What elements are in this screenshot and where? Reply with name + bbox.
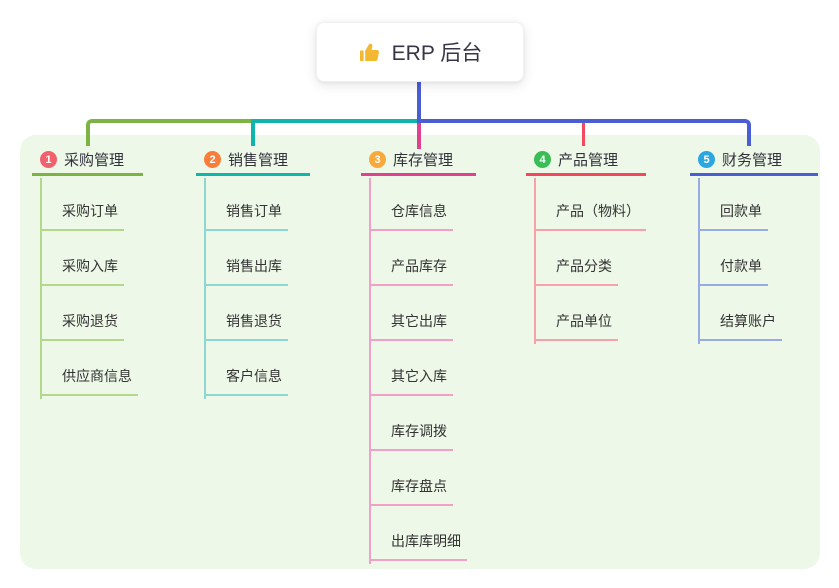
branch-child-line (204, 178, 206, 399)
branch-title-inventory[interactable]: 3 库存管理 (361, 146, 476, 176)
branch-badge-5: 5 (698, 151, 715, 168)
branch-title-finance[interactable]: 5 财务管理 (690, 146, 818, 176)
branch-child-line (369, 178, 371, 564)
node-settlement-account[interactable]: 结算账户 (698, 286, 782, 341)
bus-connector-sales (251, 119, 421, 146)
branch-finance: 5 财务管理 回款单 付款单 结算账户 (690, 146, 818, 344)
branch-title-sales[interactable]: 2 销售管理 (196, 146, 310, 176)
bus-connector-finance (417, 119, 751, 146)
root-node-label: ERP 后台 (391, 42, 483, 65)
thumbs-up-icon (359, 43, 379, 61)
branch-badge-3: 3 (369, 151, 386, 168)
node-product-unit[interactable]: 产品单位 (534, 286, 618, 341)
branch-badge-4: 4 (534, 151, 551, 168)
branch-title-label: 财务管理 (722, 152, 783, 169)
drop-connector-inventory (417, 123, 421, 149)
node-sales-return[interactable]: 销售退货 (204, 286, 288, 341)
node-purchase-inbound[interactable]: 采购入库 (40, 231, 124, 286)
node-supplier-info[interactable]: 供应商信息 (40, 341, 138, 396)
node-product-stock[interactable]: 产品库存 (369, 231, 453, 286)
node-customer-info[interactable]: 客户信息 (204, 341, 288, 396)
branch-purchase: 1 采购管理 采购订单 采购入库 采购退货 供应商信息 (32, 146, 143, 399)
branch-sales: 2 销售管理 销售订单 销售出库 销售退货 客户信息 (196, 146, 310, 399)
bus-connector-purchase (86, 119, 255, 146)
node-product-material[interactable]: 产品（物料） (534, 176, 646, 231)
branch-child-line (698, 178, 700, 344)
node-warehouse-info[interactable]: 仓库信息 (369, 176, 453, 231)
branch-title-label: 采购管理 (64, 152, 125, 169)
drop-connector-product (582, 123, 585, 146)
node-payment-bill[interactable]: 付款单 (698, 231, 768, 286)
branch-inventory: 3 库存管理 仓库信息 产品库存 其它出库 其它入库 库存调拨 库存盘点 出库库… (361, 146, 476, 564)
branch-title-product[interactable]: 4 产品管理 (526, 146, 646, 176)
node-sales-outbound[interactable]: 销售出库 (204, 231, 288, 286)
node-receipt-bill[interactable]: 回款单 (698, 176, 768, 231)
branch-badge-2: 2 (204, 151, 221, 168)
branch-title-label: 销售管理 (228, 152, 289, 169)
node-other-inbound[interactable]: 其它入库 (369, 341, 453, 396)
node-outbound-detail[interactable]: 出库库明细 (369, 506, 467, 561)
root-node-erp[interactable]: ERP 后台 (316, 22, 524, 82)
node-other-outbound[interactable]: 其它出库 (369, 286, 453, 341)
node-sales-order[interactable]: 销售订单 (204, 176, 288, 231)
node-purchase-return[interactable]: 采购退货 (40, 286, 124, 341)
branch-product: 4 产品管理 产品（物料） 产品分类 产品单位 (526, 146, 646, 344)
node-purchase-order[interactable]: 采购订单 (40, 176, 124, 231)
branch-child-line (40, 178, 42, 399)
branch-badge-1: 1 (40, 151, 57, 168)
root-stem-connector (417, 82, 421, 123)
node-stock-transfer[interactable]: 库存调拨 (369, 396, 453, 451)
branch-title-purchase[interactable]: 1 采购管理 (32, 146, 143, 176)
branch-child-line (534, 178, 536, 344)
node-product-category[interactable]: 产品分类 (534, 231, 618, 286)
branch-title-label: 库存管理 (393, 152, 454, 169)
branches-panel (20, 135, 820, 569)
branch-title-label: 产品管理 (558, 152, 619, 169)
node-stock-taking[interactable]: 库存盘点 (369, 451, 453, 506)
